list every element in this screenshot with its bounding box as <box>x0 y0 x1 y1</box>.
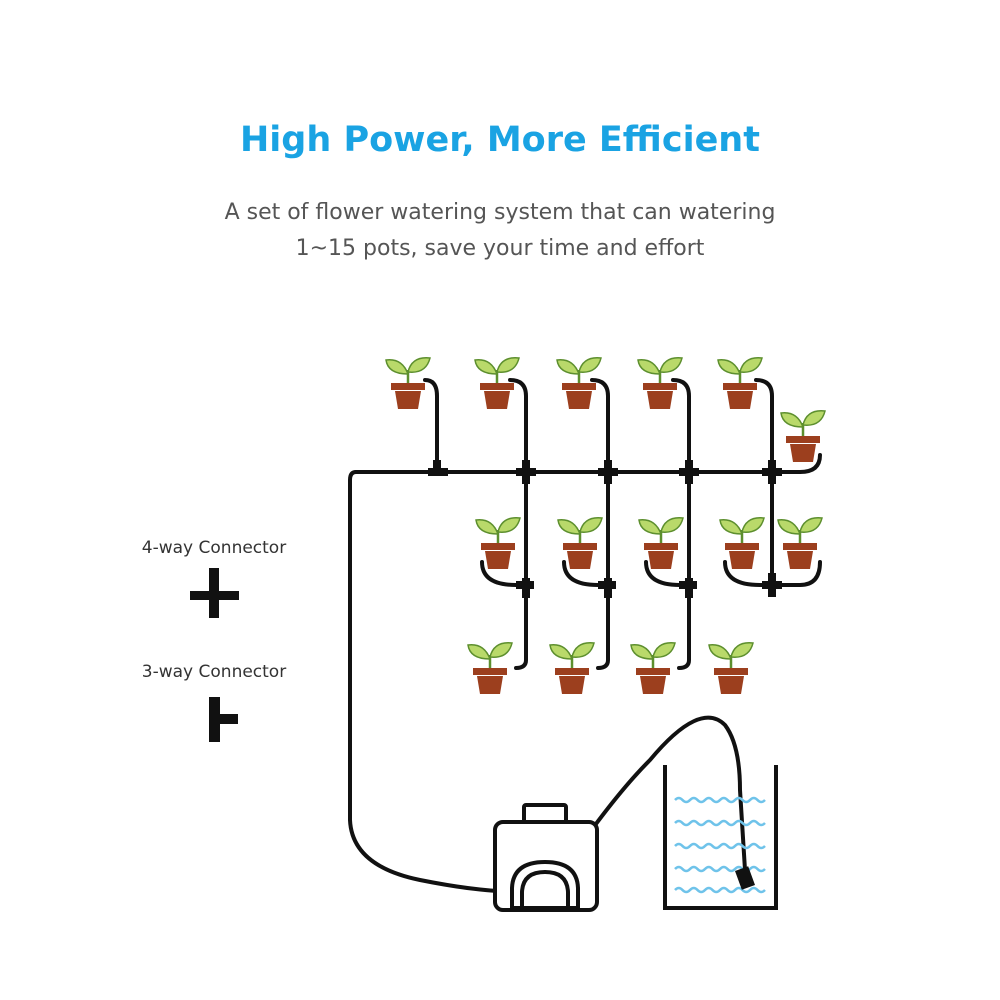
subtitle-line-2: 1~15 pots, save your time and effort <box>295 236 705 261</box>
four-way-connectors <box>516 460 782 597</box>
three-way-connectors <box>428 460 697 598</box>
water-wave <box>674 886 766 894</box>
subtitle-line-1: A set of flower watering system that can… <box>224 200 776 225</box>
flower-pot-icon <box>777 517 823 569</box>
water-container <box>663 765 778 910</box>
page-title: High Power, More Efficient <box>240 120 760 160</box>
drip-tubing <box>348 378 822 894</box>
tee-connector-icon <box>209 697 238 742</box>
flower-pot-icon <box>708 642 754 694</box>
flower-pot-icon <box>717 357 763 409</box>
plus-connector-icon <box>190 568 239 618</box>
flower-pot-icon <box>637 357 683 409</box>
flower-pot-icon <box>719 517 765 569</box>
water-wave <box>674 842 766 850</box>
flower-pot-icon <box>557 517 603 569</box>
flower-pot-icon <box>385 357 431 409</box>
flower-pot-icon <box>556 357 602 409</box>
water-wave <box>674 796 766 804</box>
water-wave <box>674 865 766 873</box>
filter-head-icon <box>735 866 755 890</box>
three-way-connector-label: 3-way Connector <box>141 662 287 682</box>
flower-pot-icon <box>474 357 520 409</box>
flower-pot-icon <box>549 642 595 694</box>
pump <box>493 803 599 912</box>
flower-pot-icon <box>630 642 676 694</box>
flower-pot-icon <box>467 642 513 694</box>
flower-pot-icon <box>475 517 521 569</box>
four-way-connector-label: 4-way Connector <box>141 538 287 558</box>
flower-pot-icon <box>638 517 684 569</box>
flower-pot-icon <box>780 410 826 462</box>
water-wave <box>674 819 766 827</box>
flower-pots <box>385 357 826 694</box>
